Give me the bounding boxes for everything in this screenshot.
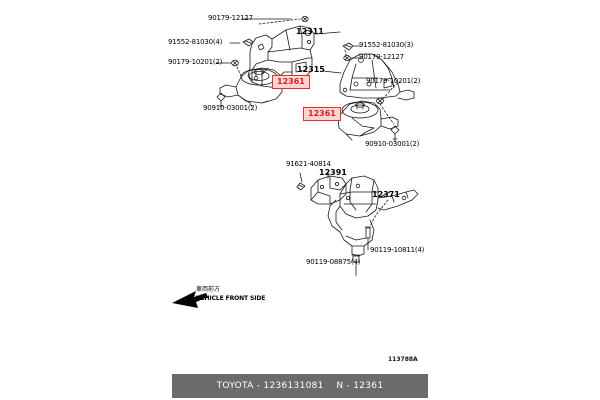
fastener-90910-03001-ul [216, 92, 226, 110]
partnum-12371: 12371 [372, 190, 400, 199]
leader-90179-10201-ur [382, 81, 401, 100]
leader-12315 [322, 70, 342, 74]
vehicle-front-arrow [172, 291, 208, 308]
partnum-12315: 12315 [297, 65, 325, 74]
callout-90910-03001-upper-left: 90910-03001(2) [203, 104, 258, 112]
callout-90119-10811: 90119-10811(4) [370, 246, 425, 254]
callout-90179-12127-upper-right: 90179-12127 [359, 53, 404, 61]
fastener-90179-12127-ul [301, 15, 309, 22]
part-12361-insulator-right [337, 100, 399, 141]
figure-code: 113788A [388, 356, 418, 363]
leader-12311 [315, 31, 341, 35]
partnum-12311: 12311 [296, 27, 324, 36]
fastener-91621-40814 [296, 182, 306, 191]
callout-91621-40814: 91621-40814 [286, 160, 331, 168]
fastener-90179-10201-ur [376, 97, 384, 105]
callout-91552-81030-upper-left: 91552-81030(4) [168, 38, 223, 46]
fastener-90179-12127-ur [343, 55, 351, 62]
fastener-90910-03001-ur [390, 125, 400, 143]
leader-91621-40814 [299, 172, 303, 183]
fastener-90119-10811 [364, 226, 372, 245]
callout-90179-10201-upper-right: 90179-10201(2) [366, 77, 421, 85]
callout-91552-81030-upper-right: 91552-81030(3) [359, 41, 414, 49]
fastener-91552-81030-ur [342, 42, 354, 51]
leader-12371-a [381, 191, 391, 197]
callout-90179-12127-upper-left: 90179-12127 [208, 14, 253, 22]
callout-90179-10201-upper-left: 90179-10201(2) [168, 58, 223, 66]
callout-90910-03001-upper-right: 90910-03001(2) [365, 140, 420, 148]
footer-catalog-text: TOYOTA - 1236131081 N - 12361 [216, 381, 384, 391]
part-12361-insulator-left [219, 67, 283, 108]
footer-banner: TOYOTA - 1236131081 N - 12361 [172, 374, 428, 398]
part-12371-mount-body [327, 175, 419, 257]
partnum-12361-upper-right: 12361 [303, 107, 341, 121]
vehicle-front-label-english: VEHICLE FRONT SIDE [196, 295, 266, 302]
partnum-12361-upper-left: 12361 [272, 75, 310, 89]
part-12391-bracket [310, 175, 347, 205]
callout-90119-08875: 90119-08875(4) [306, 258, 361, 266]
partnum-12391: 12391 [319, 168, 347, 177]
fastener-90179-10201-ul [231, 59, 239, 67]
fastener-90119-08875 [351, 254, 361, 271]
vehicle-front-label-japanese: 車両前方 [196, 286, 221, 293]
part-12315-bracket [339, 53, 415, 101]
leader-90179-12127-ul [258, 18, 301, 25]
fastener-91552-81030-ul [242, 38, 254, 47]
